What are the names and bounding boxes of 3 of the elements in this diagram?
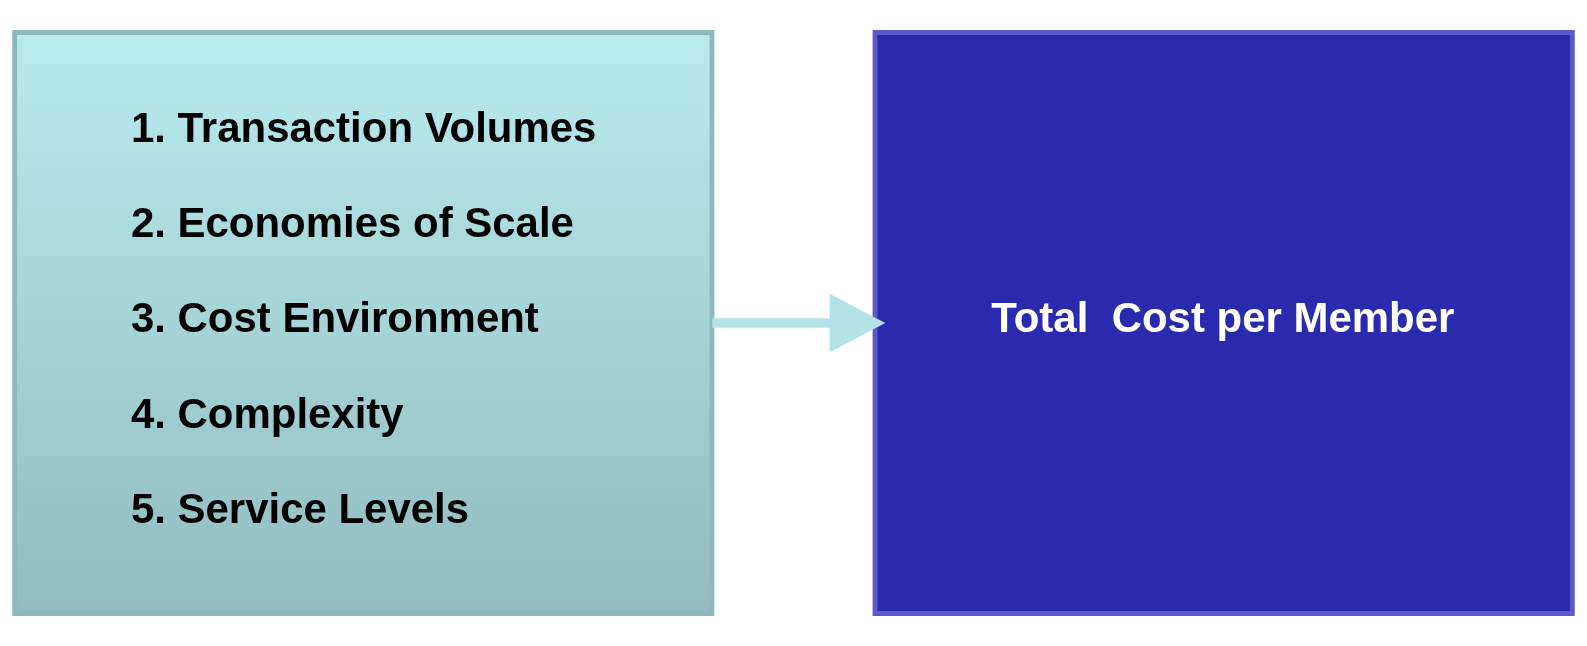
- node-box: 1. Transaction Volumes 2. Economies of Scale 3. Cost Environment 4. Complexity 5. Service Levels: [12, 30, 715, 616]
- arrow: [712, 293, 886, 353]
- node-box: Total Cost per Member: [872, 30, 1575, 616]
